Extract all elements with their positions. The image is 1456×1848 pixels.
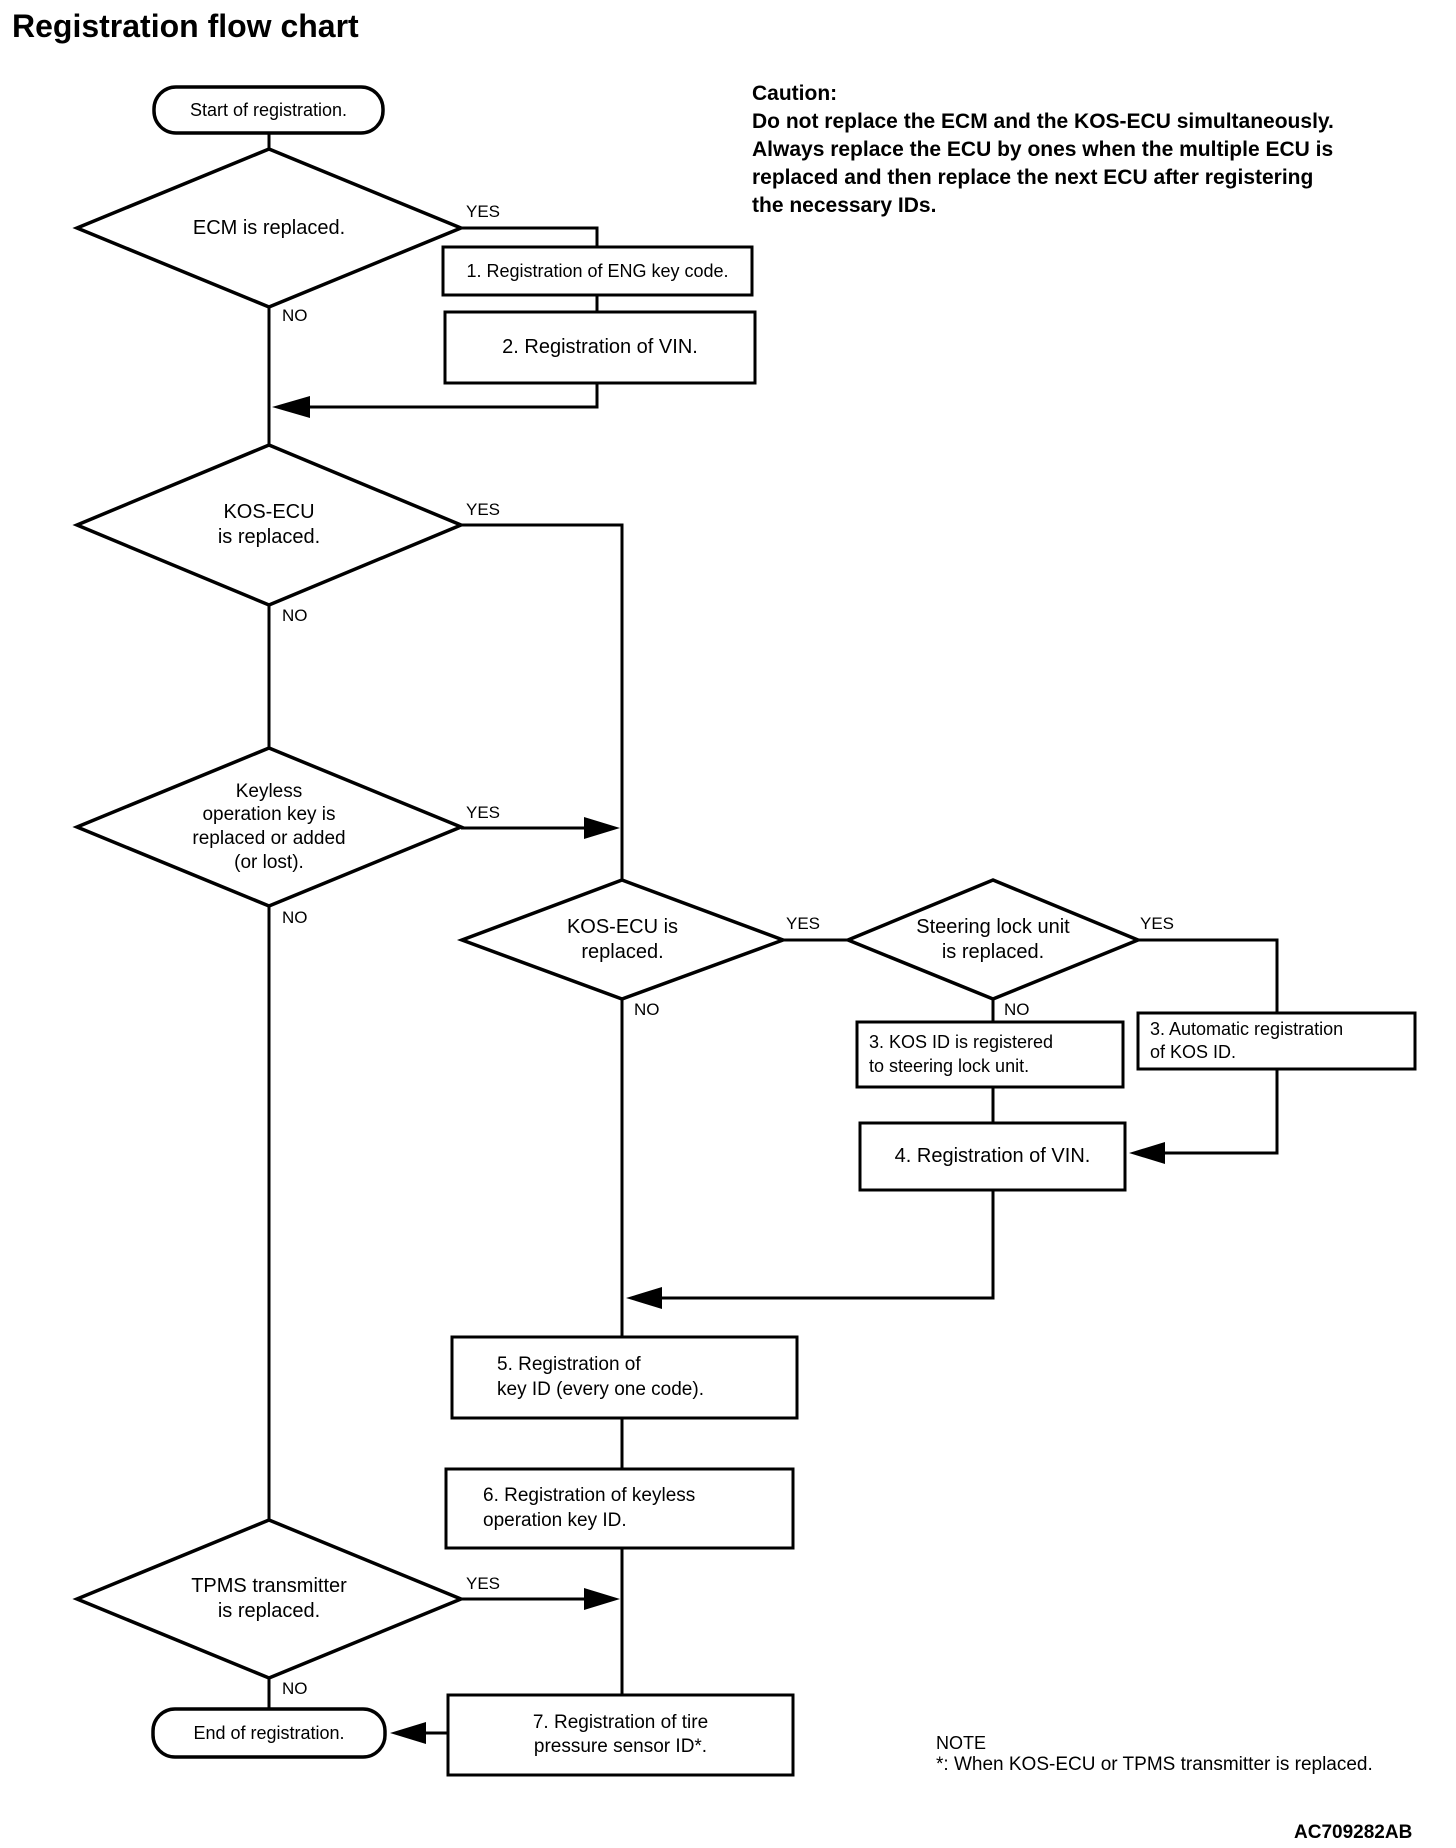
flow-nodes [72,85,1417,1777]
flow-connectors [267,133,1279,1735]
decision-tpms-shape [72,1518,466,1680]
connector-step4-return [662,1190,995,1300]
process-step6-shape [444,1467,795,1550]
arrowhead-keyless-yes-icon [584,817,620,839]
process-step4-label: 4. Registration of VIN. [894,1145,1091,1167]
connector-ecm-yes [461,226,599,249]
label-no-kos2: NO [634,1000,660,1019]
arrowhead-step7-to-end-icon [390,1722,426,1744]
note-heading: NOTE [936,1733,987,1753]
connector-kos1-yes [461,523,624,882]
arrowheads [272,396,1165,1744]
decision-kos2-label: KOS-ECU is replaced. [566,915,679,963]
process-step1-label: 1. Registration of ENG key code. [466,260,729,281]
caution-heading: Caution: [752,82,838,105]
decision-steering-shape [843,878,1143,1001]
process-step5-label: 5. Registration of key ID (every one cod… [497,1353,704,1400]
label-yes-kos1: YES [466,500,501,519]
figure-code: AC709282AB [1294,1822,1413,1843]
caution-body: Do not replace the ECM and the KOS-ECU s… [752,110,1334,217]
label-no-keyless: NO [282,908,308,927]
decision-keyless-label: Keyless operation key is replaced or add… [192,780,346,873]
decision-keyless-shape [72,746,466,908]
note-block: NOTE *: When KOS-ECU or TPMS transmitter… [936,1733,1373,1776]
connector-step3b-to-step4 [1165,1069,1279,1155]
start-node-shape [152,85,385,135]
decision-kos1-shape [72,443,466,607]
label-yes-kos2: YES [786,914,821,933]
process-step6-label: 6. Registration of keyless operation key… [483,1484,696,1531]
label-no-ecm: NO [282,306,308,325]
process-step5-shape [450,1335,799,1420]
label-no-steering: NO [1004,1000,1030,1019]
label-no-kos1: NO [282,606,308,625]
process-step1-shape [441,245,754,297]
process-step3a-shape [855,1020,1125,1089]
decision-kos1-label: KOS-ECU is replaced. [217,501,321,548]
decision-kos2-shape [456,878,789,1001]
label-yes-steering: YES [1140,914,1175,933]
decision-ecm-label: ECM is replaced. [192,216,346,239]
process-step7-shape [446,1693,795,1777]
note-body: *: When KOS-ECU or TPMS transmitter is r… [936,1754,1373,1775]
process-step3b-label: 3. Automatic registration of KOS ID. [1150,1018,1344,1062]
decision-steering-label: Steering lock unit is replaced. [916,915,1070,963]
arrowhead-step4-return-icon [626,1287,662,1309]
process-step7-label: 7. Registration of tire pressure sensor … [532,1712,709,1757]
label-no-tpms: NO [282,1679,308,1698]
process-step3b-shape [1136,1011,1417,1071]
arrowhead-tpms-yes-icon [584,1588,620,1610]
decision-ecm-shape [72,147,466,309]
end-node-shape [151,1707,387,1759]
page-title: Registration flow chart [12,8,359,44]
end-node-label: End of registration. [193,1722,345,1743]
caution-block: Caution: Do not replace the ECM and the … [752,80,1334,220]
start-node-label: Start of registration. [189,99,348,120]
arrowhead-step3b-to-step4-icon [1129,1142,1165,1164]
decision-tpms-label: TPMS transmitter is replaced. [191,1575,347,1622]
process-step3a-label: 3. KOS ID is registered to steering lock… [869,1032,1054,1076]
label-yes-keyless: YES [466,803,501,822]
connector-step2-return [305,383,599,409]
arrowhead-step2-return-icon [272,396,310,418]
process-step4-shape [858,1121,1127,1192]
label-yes-ecm: YES [466,202,501,221]
label-yes-tpms: YES [466,1574,501,1593]
connector-steering-yes [1136,938,1279,1015]
process-step2-shape [443,310,757,385]
process-step2-label: 2. Registration of VIN. [502,336,698,358]
